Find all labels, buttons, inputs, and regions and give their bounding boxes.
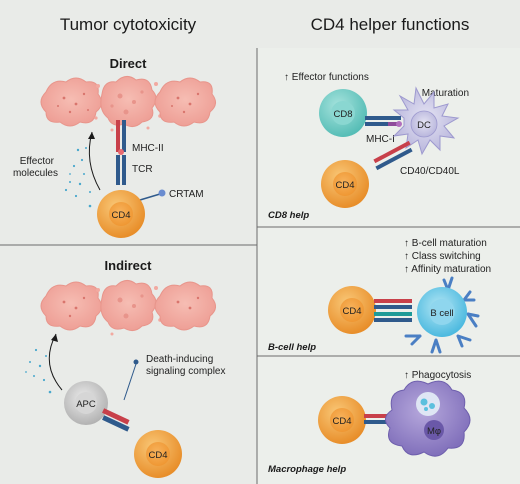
cd8-help-caption: CD8 help (268, 210, 309, 221)
macrophage-receptors (364, 414, 394, 424)
cd8-cell: CD8 (319, 89, 367, 137)
apc-label: APC (76, 399, 96, 410)
tcr-label: TCR (132, 164, 153, 175)
dc-maturation-text: ↑ Maturation (414, 88, 469, 99)
bcell-receptors (374, 299, 412, 322)
effector-label-line2: molecules (13, 168, 58, 179)
right-panel-bg (257, 48, 520, 484)
direct-heading: Direct (110, 56, 148, 71)
title-left: Tumor cytotoxicity (60, 15, 197, 34)
phagocytosis-text: ↑ Phagocytosis (404, 370, 471, 381)
apc-cell: APC (64, 381, 108, 425)
tumor-cell-left (40, 77, 102, 127)
death-label-line1: Death-inducing (146, 354, 213, 365)
mhc-ii-receptor (116, 120, 126, 155)
b-cell: B cell (417, 287, 467, 337)
macrophage-help-caption: Macrophage help (268, 464, 346, 475)
tcr-receptor (116, 155, 126, 185)
cd4-cell-machelp: CD4 (318, 396, 366, 444)
cd8-effector-text: ↑ Effector functions (284, 72, 369, 83)
macrophage: Mφ (385, 380, 471, 457)
cd4-cell-direct: CD4 (97, 190, 145, 238)
cd4-direct-label: CD4 (111, 210, 130, 221)
mhc-i-receptor (365, 116, 402, 127)
cd4-cell-cd8help: CD4 (321, 160, 369, 208)
death-complex (102, 408, 130, 432)
bcell-line3: ↑ Affinity maturation (404, 264, 491, 275)
cd4-machelp-label: CD4 (332, 416, 351, 427)
mhc-ii-label: MHC-II (132, 143, 164, 154)
title-right: CD4 helper functions (311, 15, 470, 34)
bcell-antibodies (404, 276, 480, 354)
crtam-stalk (139, 193, 161, 201)
bcell-line1: ↑ B-cell maturation (404, 238, 487, 249)
effector-arrowhead (88, 132, 95, 139)
bcell-line2: ↑ Class switching (404, 251, 481, 262)
crtam-receptor (158, 189, 166, 197)
tumor-cell-indirect-left (40, 281, 102, 331)
bcell-label: B cell (430, 308, 453, 319)
tumor-cell-indirect-right (154, 281, 216, 331)
effector-label-line1: Effector (20, 156, 55, 167)
bcell-help-caption: B-cell help (268, 342, 316, 353)
crtam-label: CRTAM (169, 189, 204, 200)
cd4-cell-bhelp: CD4 (328, 286, 376, 334)
tumor-cell-damaged (94, 76, 162, 132)
cd8-label: CD8 (333, 109, 352, 120)
dc-label: DC (417, 120, 431, 131)
cd4-cell-indirect: CD4 (134, 430, 182, 478)
cd4-bhelp-label: CD4 (342, 306, 361, 317)
macrophage-label: Mφ (427, 426, 441, 437)
indirect-arrowhead (51, 334, 58, 342)
death-pointer-line (123, 363, 137, 401)
indirect-dots (25, 348, 52, 394)
death-label-line2: signaling complex (146, 366, 226, 377)
tumor-cell-right (154, 77, 216, 127)
cd40-receptor (373, 140, 413, 171)
cd4-indirect-label: CD4 (148, 450, 167, 461)
mhc-i-label: MHC-I (366, 134, 395, 145)
indirect-heading: Indirect (105, 258, 153, 273)
cd40-label: CD40/CD40L (400, 166, 460, 177)
cd4-cd8help-label: CD4 (335, 180, 354, 191)
effector-molecules-dots (64, 147, 92, 208)
death-pointer-dot (133, 359, 139, 365)
